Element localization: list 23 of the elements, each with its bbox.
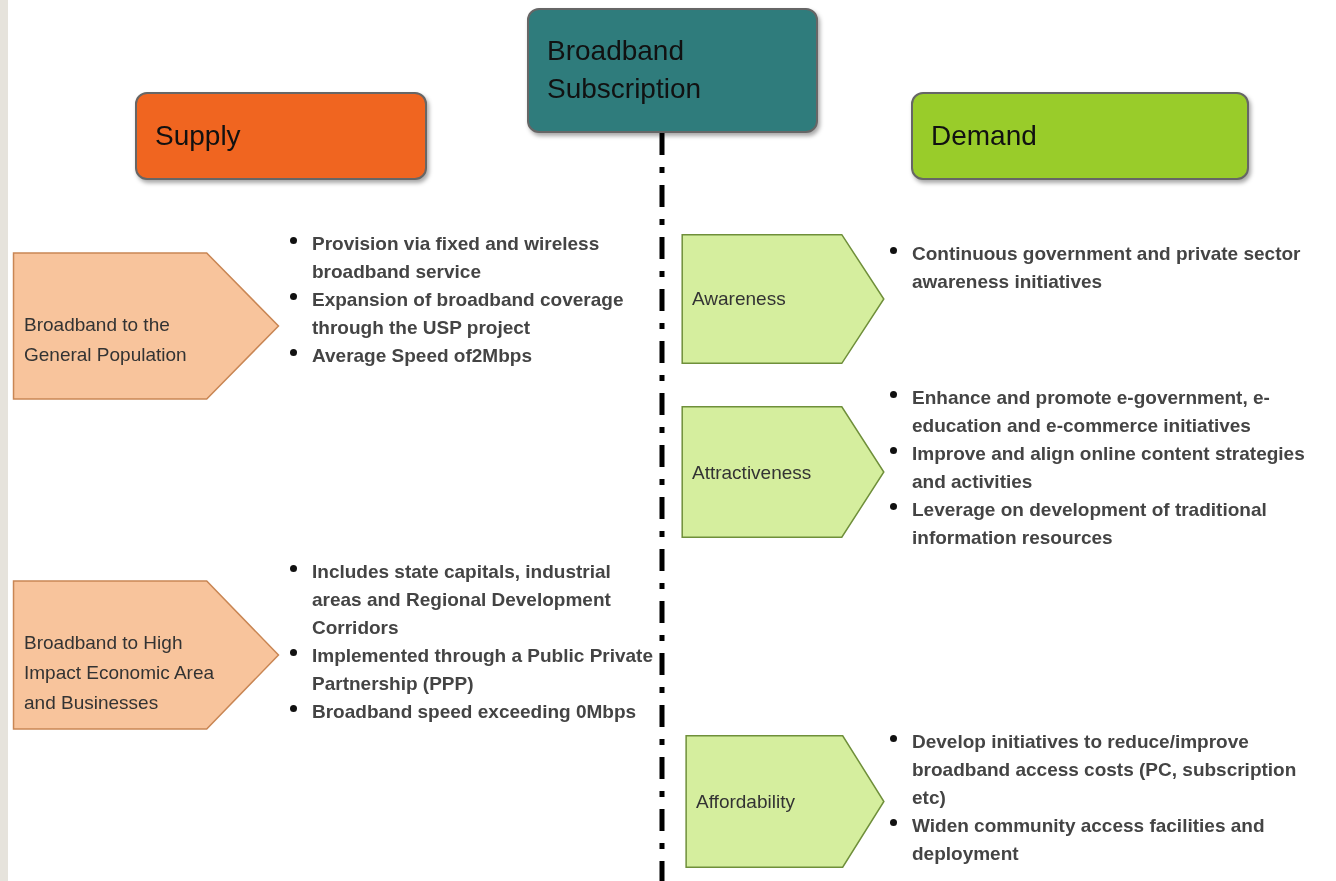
box-title: Supply (155, 119, 242, 153)
bullet-item: Improve and align online content strategies and activities (890, 440, 1330, 496)
header-box (527, 8, 818, 133)
box-title: Broadband Subscription (547, 34, 703, 106)
bullet-item: Average Speed of2Mbps (290, 342, 660, 370)
bullet-item: Provision via fixed and wireless broadband service (290, 230, 660, 286)
node-label: Broadband to High Impact Economic Area and Businesses (24, 631, 216, 715)
node-label: Awareness (692, 287, 787, 311)
header-box (911, 92, 1249, 180)
header-box (135, 92, 427, 180)
bullet-item: Develop initiatives to reduce/improve broadband access costs (PC, subscription etc) (890, 728, 1334, 812)
bullet-item: Expansion of broadband coverage through the USP project (290, 286, 660, 342)
bullet-item: Leverage on development of traditional information resources (890, 496, 1330, 552)
node-label: Attractiveness (692, 461, 813, 485)
bullet-item: Broadband speed exceeding 0Mbps (290, 698, 660, 726)
box-title: Demand (931, 119, 1038, 153)
bullet-item: Widen community access facilities and deployment (890, 812, 1334, 868)
node-label: Broadband to the General Population (24, 313, 188, 367)
node-label: Affordability (696, 790, 796, 814)
bullet-item: Continuous government and private sector awareness initiatives (890, 240, 1320, 296)
bullet-item: Includes state capitals, industrial areas and Regional Development Corridors (290, 558, 660, 642)
bullet-item: Enhance and promote e-government, e-education and e-commerce initiatives (890, 384, 1330, 440)
bullet-item: Implemented through a Public Private Partnership (PPP) (290, 642, 660, 698)
